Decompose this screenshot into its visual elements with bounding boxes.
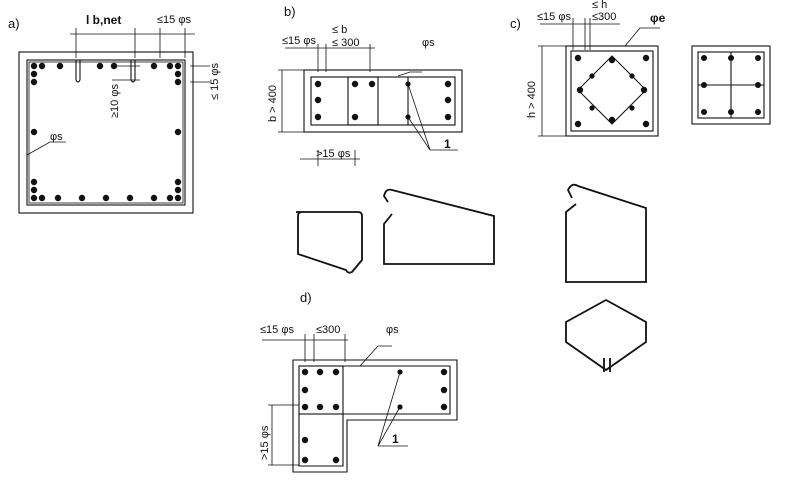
callout-1-b: 1 bbox=[444, 137, 451, 151]
panel-c: c) ≤15 φs ≤ h ≤300 φe h > 400 bbox=[510, 0, 771, 372]
bars-c bbox=[574, 54, 650, 128]
dim-15phi-b: ≤15 φs bbox=[282, 35, 316, 47]
panel-b-label: b) bbox=[284, 4, 296, 19]
panel-a-label: a) bbox=[8, 16, 20, 31]
callout-lines-d bbox=[377, 371, 408, 447]
dim-15phi-d: ≤15 φs bbox=[260, 324, 294, 336]
panel-a: a) bbox=[8, 13, 221, 214]
dim-line-lbnet bbox=[70, 28, 150, 58]
dim-lines-top-b bbox=[285, 44, 375, 72]
dim-b-b: ≤ b bbox=[332, 24, 347, 36]
dim-15phi-right-a: ≤ 15 φs bbox=[209, 62, 221, 100]
bars-d bbox=[301, 368, 448, 464]
stirrup-outer-d bbox=[298, 365, 451, 467]
panel-d-label: d) bbox=[300, 290, 312, 305]
cross-ties-c2 bbox=[698, 52, 764, 118]
leader-phi-c-text: φe bbox=[650, 11, 666, 25]
stirrup-outer-a bbox=[26, 59, 186, 206]
leader-phi-b-text: φs bbox=[422, 37, 435, 49]
stirrup-shape-large-b bbox=[383, 188, 495, 265]
dim-15phi-c: ≤15 φs bbox=[537, 11, 571, 23]
tie-left-a bbox=[75, 60, 81, 83]
bars-sides-a bbox=[30, 128, 182, 136]
callout-1-d: 1 bbox=[392, 432, 399, 446]
stirrup-diamond-c bbox=[577, 55, 647, 125]
column-outline-b bbox=[303, 69, 463, 133]
dim-line-right-a bbox=[190, 65, 210, 83]
leader-phi-d-text: φs bbox=[386, 324, 399, 336]
leader-phi-a-text: φs bbox=[50, 131, 63, 143]
bars-bottom-a bbox=[30, 178, 182, 202]
dim-bottom-b: >15 φs bbox=[316, 148, 351, 160]
dim-10phi-inner-a: ≥10 φs bbox=[109, 84, 121, 118]
dim-h-c: ≤ h bbox=[592, 0, 607, 11]
dim-line-15phi-top-a bbox=[150, 28, 195, 58]
leader-phi-a bbox=[26, 141, 66, 156]
stirrup-shape-small-b bbox=[296, 211, 363, 274]
panel-b: b) ≤15 φs ≤ b ≤ 300 b > 400 >15 φs φs 1 bbox=[267, 4, 495, 274]
dim-line-side-b bbox=[278, 69, 304, 133]
dim-line-side-d bbox=[268, 404, 299, 466]
stirrup-outer-b bbox=[310, 76, 456, 126]
dim-300-b: ≤ 300 bbox=[332, 37, 359, 49]
leader-phi-d bbox=[359, 345, 392, 367]
dim-side-d: >15 φs bbox=[259, 425, 271, 460]
dim-side-b: b > 400 bbox=[267, 85, 279, 122]
dim-300-c: ≤300 bbox=[592, 11, 616, 23]
bars-c2 bbox=[701, 55, 761, 115]
dim-lines-top-c bbox=[540, 18, 620, 50]
dim-lines-top-d bbox=[262, 334, 348, 362]
panel-d: d) ≤15 φs ≤300 φs >15 φs 1 bbox=[259, 290, 458, 473]
leader-phi-b bbox=[397, 71, 422, 77]
panel-c-label: c) bbox=[510, 16, 521, 31]
stirrup-outer-c bbox=[570, 50, 654, 132]
stirrup-inner-b bbox=[347, 76, 379, 126]
column-outline-c2 bbox=[691, 45, 771, 125]
tie-right-a bbox=[130, 60, 136, 83]
dim-line-side-c bbox=[538, 45, 566, 137]
column-outline-a bbox=[18, 51, 194, 214]
bars-b bbox=[314, 80, 452, 121]
callout-lines-b bbox=[407, 83, 458, 151]
stirrup-shape-large-c bbox=[565, 183, 647, 283]
column-outline-c bbox=[565, 45, 659, 137]
bars-top-a bbox=[30, 62, 182, 86]
leader-phi-c bbox=[624, 27, 660, 47]
dim-line-bottom-b bbox=[300, 150, 360, 166]
dim-lbnet-text: l b,net bbox=[86, 13, 121, 27]
dim-300-d: ≤300 bbox=[316, 324, 340, 336]
dim-15phi-top-a: ≤15 φs bbox=[157, 14, 191, 26]
stirrup-shape-diamond-c bbox=[565, 298, 647, 372]
column-outline-d bbox=[292, 359, 458, 473]
stirrup-inner-a bbox=[28, 61, 184, 204]
dim-side-c: h > 400 bbox=[526, 81, 538, 118]
dim-line-inner-a bbox=[112, 65, 140, 81]
